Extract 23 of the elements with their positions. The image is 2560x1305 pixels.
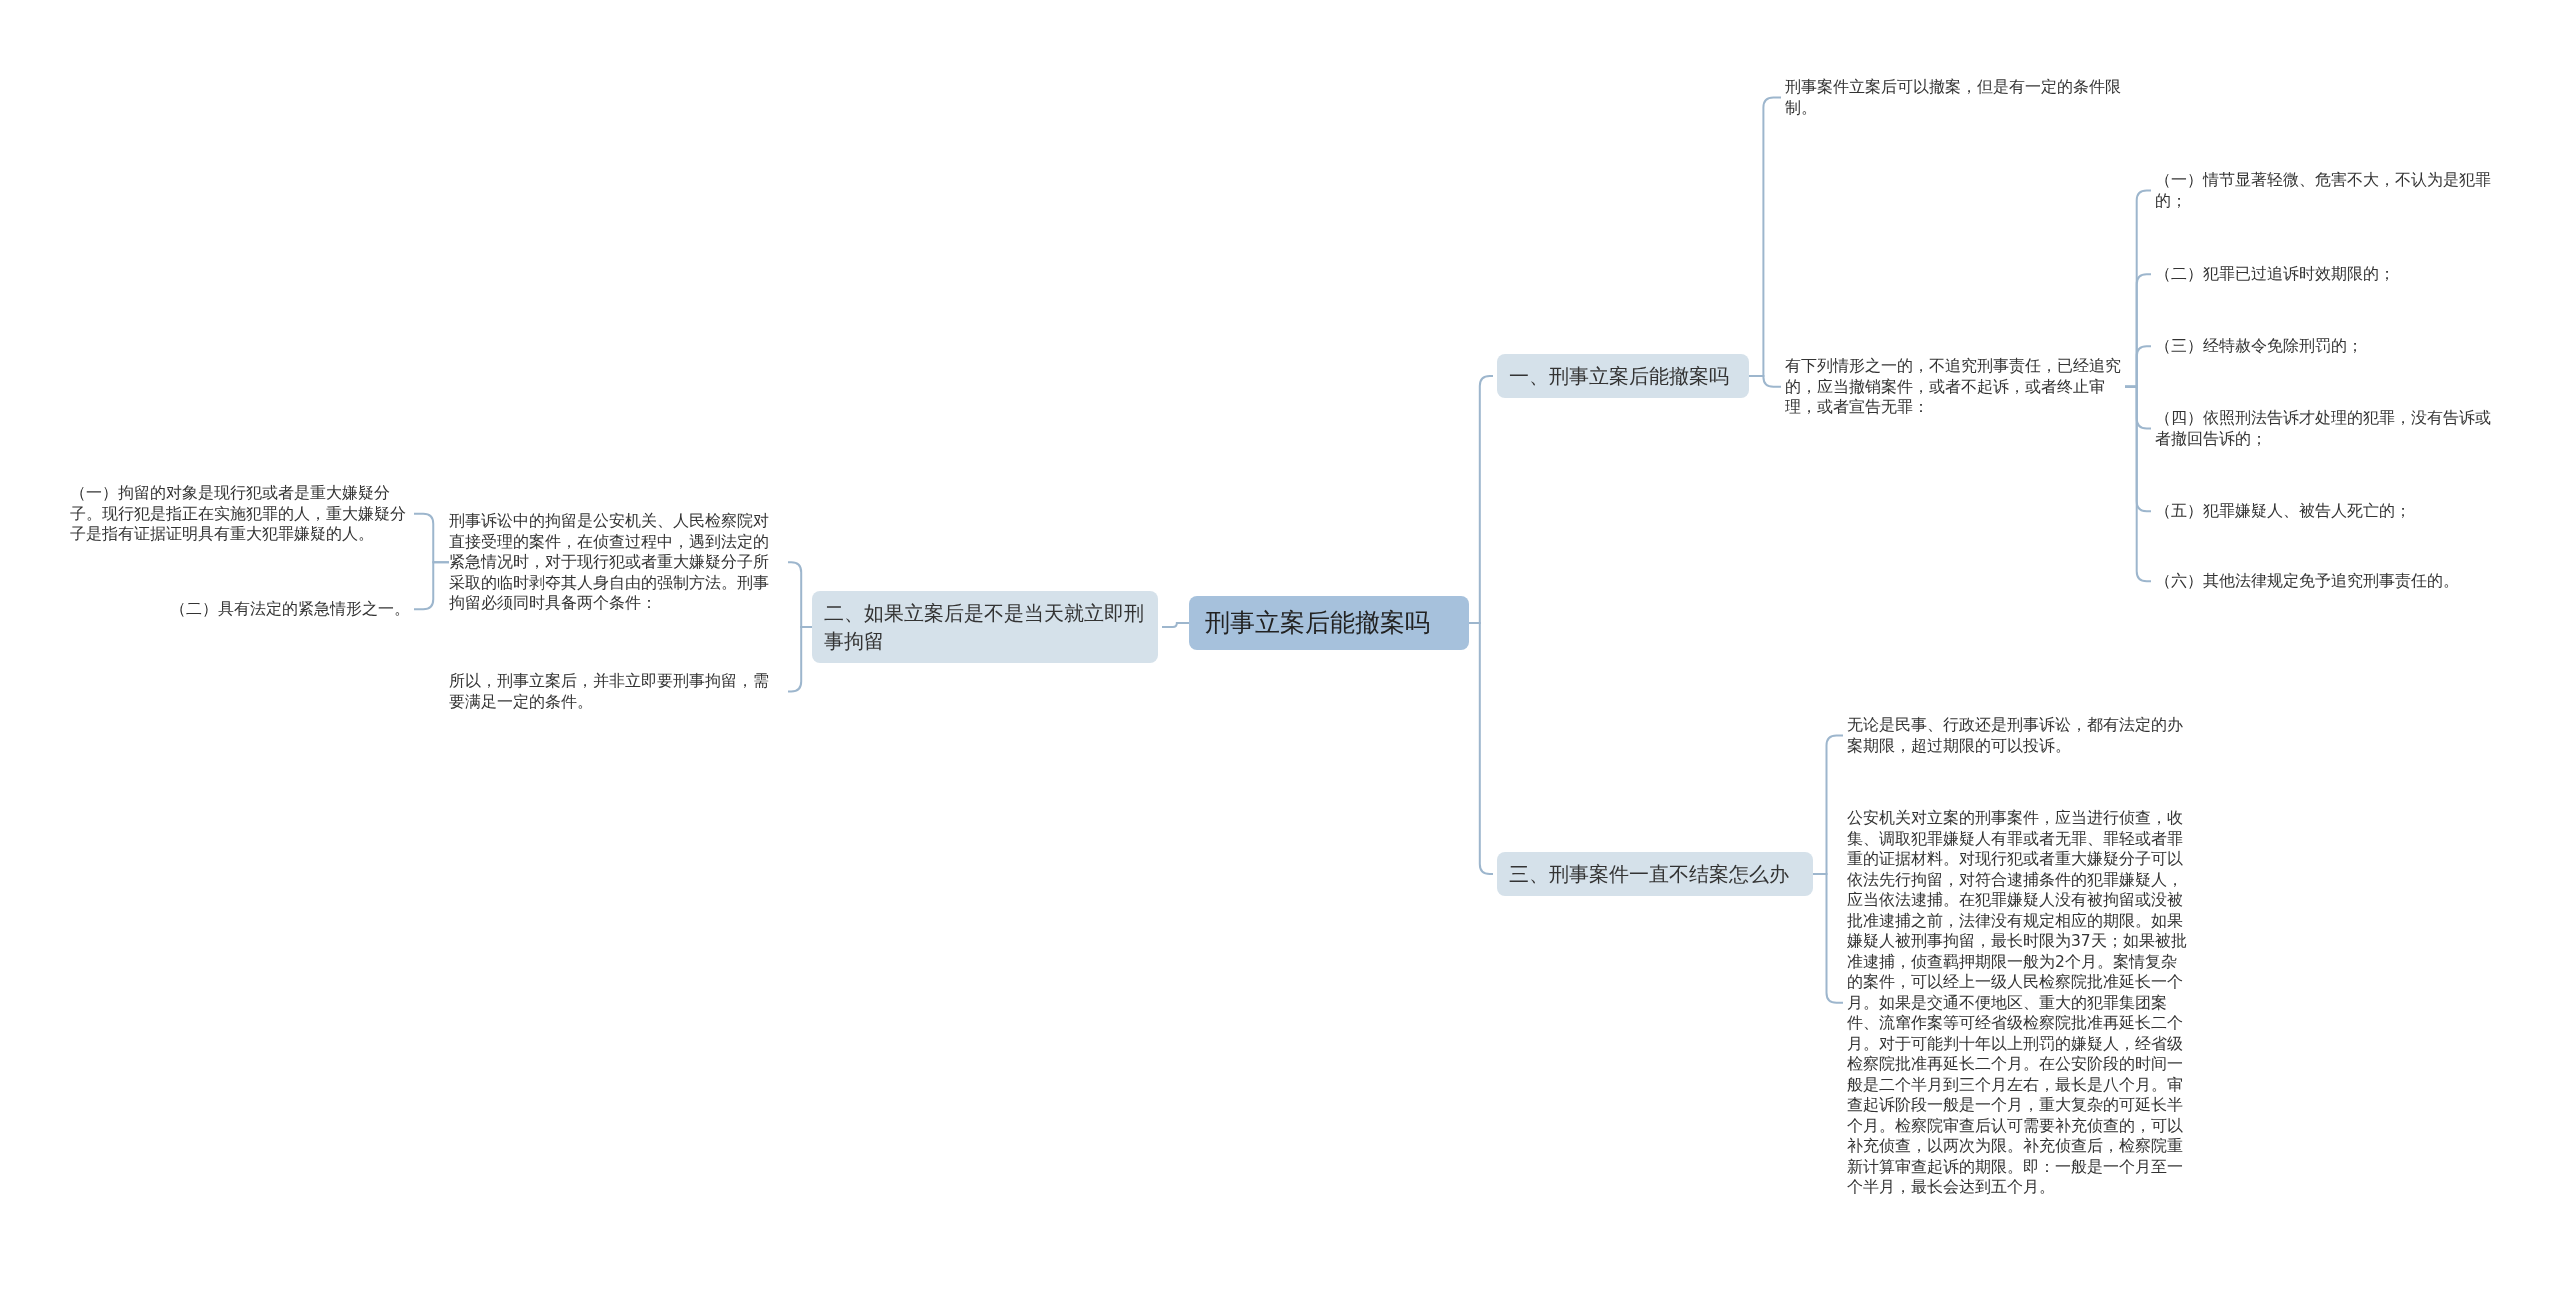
topic-text: 刑事案件立案后可以撤案，但是有一定的条件限制。 xyxy=(1785,77,2125,118)
connector-line xyxy=(1161,622,1190,628)
topic-text: （三）经特赦令免除刑罚的； xyxy=(2155,336,2495,357)
topic-text: （五）犯罪嫌疑人、被告人死亡的； xyxy=(2155,501,2495,522)
branch-topic: 二、如果立案后是不是当天就立即刑事拘留 xyxy=(812,591,1158,663)
connector-line xyxy=(1468,622,1494,875)
topic-text: 所以，刑事立案后，并非立即要刑事拘留，需要满足一定的条件。 xyxy=(449,671,784,712)
central-topic: 刑事立案后能撤案吗 xyxy=(1189,596,1469,650)
topic-text: （六）其他法律规定免予追究刑事责任的。 xyxy=(2155,571,2495,592)
topic-text: （四）依照刑法告诉才处理的犯罪，没有告诉或者撤回告诉的； xyxy=(2155,408,2495,449)
topic-text: （一）情节显著轻微、危害不大，不认为是犯罪的； xyxy=(2155,170,2495,211)
connector-line xyxy=(413,561,450,611)
topic-text: 公安机关对立案的刑事案件，应当进行侦查，收集、调取犯罪嫌疑人有罪或者无罪、罪轻或者罪重的证据材料。对现行犯或者重大嫌疑分子可以依法先行拘留，对符合逮捕条件的犯罪嫌疑人，应当依法逮捕。在犯罪嫌疑人没有被拘留或没被批准逮捕之前，法律没有规定相应的期限。如果嫌疑人被刑事拘留，最长时限为37天；如果被批准逮捕，侦查羁押期限一般为2个月。案情复杂的案件，可以经上一级人民检察院批准延长一个月。如果是交通不便地区、重大的犯罪集团案件、流窜作案等可经省级检察院批准再延长二个月。对于可能判十年以上刑罚的嫌疑人，经省级检察院批准再延长二个月。在公安阶段的时间一般是二个半月到三个月左右，最长是八个月。审查起诉阶段一般是一个月，重大复杂的可延长半个月。检察院审查后认可需要补充侦查的，可以补充侦查，以两次为限。补充侦查后，检察院重新计算审查起诉的期限。即：一般是一个月至一个半月，最长会达到五个月。 xyxy=(1847,808,2187,1198)
branch-topic: 一、刑事立案后能撤案吗 xyxy=(1497,354,1749,398)
topic-text: （二）具有法定的紧急情形之一。 xyxy=(150,599,410,620)
connector-line xyxy=(1748,375,1782,388)
topic-text: 有下列情形之一的，不追究刑事责任，已经追究的，应当撤销案件，或者不起诉，或者终止审理，或者宣告无罪： xyxy=(1785,356,2125,418)
topic-text: 刑事诉讼中的拘留是公安机关、人民检察院对直接受理的案件，在侦查过程中，遇到法定的紧急情况时，对于现行犯或者重大嫌疑分子所采取的临时剥夺其人身自由的强制方法。刑事拘留必须同时具备两个条件： xyxy=(449,511,784,614)
branch-topic: 三、刑事案件一直不结案怎么办 xyxy=(1497,852,1813,896)
connector-line xyxy=(2124,385,2152,583)
topic-text: 无论是民事、行政还是刑事诉讼，都有法定的办案期限，超过期限的可以投诉。 xyxy=(1847,715,2187,756)
topic-text: （二）犯罪已过追诉时效期限的； xyxy=(2155,264,2495,285)
topic-text: （一）拘留的对象是现行犯或者是重大嫌疑分子。现行犯是指正在实施犯罪的人，重大嫌疑分子是指有证据证明具有重大犯罪嫌疑的人。 xyxy=(70,483,410,545)
